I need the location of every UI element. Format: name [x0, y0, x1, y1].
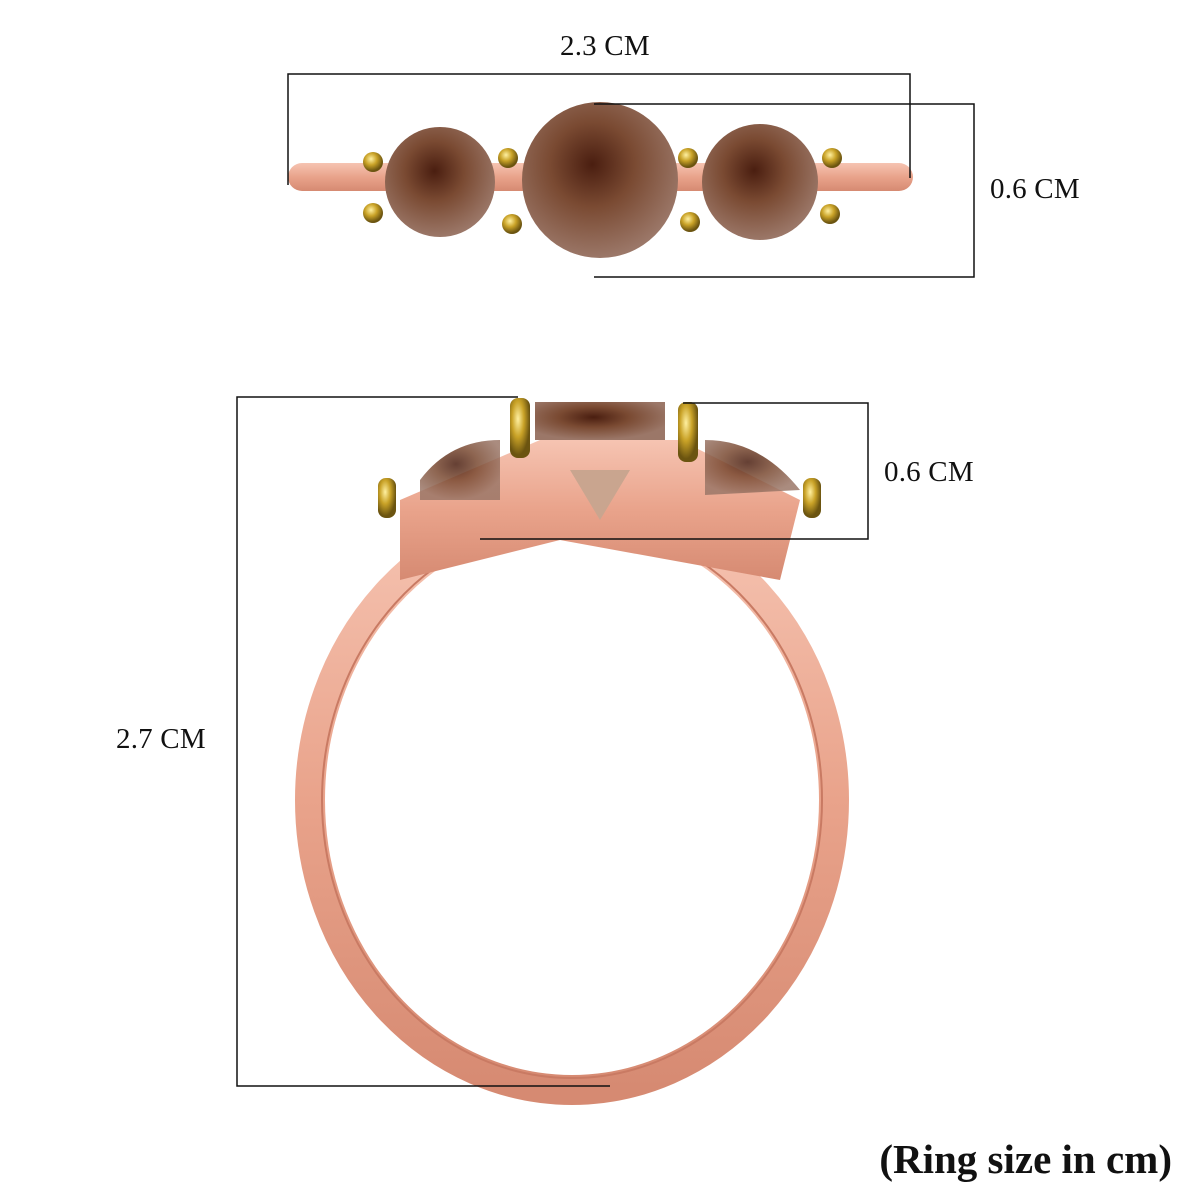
center-stone: [522, 102, 678, 258]
side-height-label: 2.7 CM: [116, 723, 206, 755]
top-dimension-lines: [287, 73, 975, 278]
side-dimension-lines: [236, 396, 869, 1087]
right-stone: [702, 124, 818, 240]
side-stone-height-label: 0.6 CM: [884, 456, 974, 488]
left-stone: [385, 127, 495, 237]
prongs: [363, 148, 842, 234]
side-view-ring: [295, 398, 849, 1105]
top-height-label: 0.6 CM: [990, 173, 1080, 205]
caption: (Ring size in cm): [879, 1136, 1172, 1182]
top-width-label: 2.3 CM: [560, 30, 650, 62]
top-view-ring: [288, 102, 913, 258]
